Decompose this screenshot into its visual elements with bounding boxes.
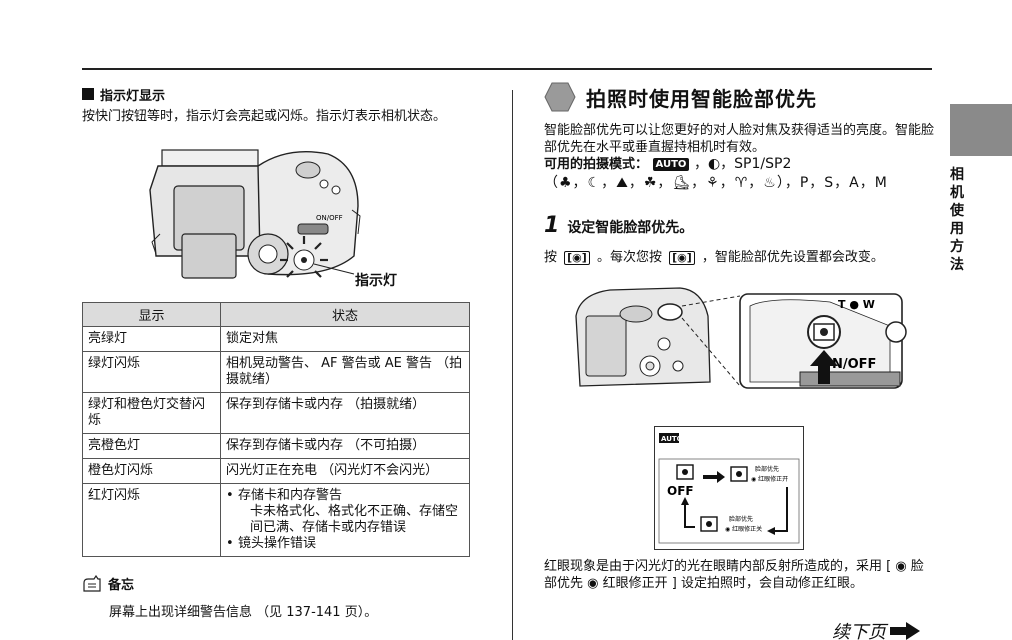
on-off-label: ON/OFF — [316, 214, 343, 222]
table-header-status: 状态 — [220, 302, 470, 327]
step-text-pre: 按 — [544, 250, 558, 265]
section-heading: 指示灯显示 — [82, 84, 472, 104]
table-cell-display: 红灯闪烁 — [82, 483, 221, 557]
lcd-off-label: OFF — [667, 484, 694, 498]
table-cell-display: 橙色灯闪烁 — [82, 458, 221, 484]
table-cell-status: 保存到存储卡或内存 （拍摄就绪） — [220, 392, 470, 434]
table-row: 橙色灯闪烁 闪光灯正在充电 （闪光灯不会闪光） — [82, 458, 470, 484]
square-bullet-icon — [82, 88, 94, 100]
lcd-red-eye-on: ◉ 红眼修正开 — [751, 475, 788, 483]
mode-cycle-diagram: AUTO OFF 脸部优先 ◉ 红眼修正开 脸部优先 ◉ 红眼修正关 — [658, 433, 800, 544]
lcd-mode-diagram: AUTO OFF 脸部优先 ◉ 红眼修正开 脸部优先 ◉ 红眼修正关 — [654, 426, 804, 550]
chapter-tab — [950, 104, 1012, 156]
lcd-red-eye-off: ◉ 红眼修正关 — [725, 525, 762, 533]
table-cell-status: 闪光灯正在充电 （闪光灯不会闪光） — [220, 458, 470, 484]
lcd-face-priority-label-2: 脸部优先 — [729, 515, 753, 523]
camera-top-illustration: ON/OFF — [149, 149, 361, 279]
table-cell-display: 亮橙色灯 — [82, 433, 221, 459]
column-divider — [512, 90, 513, 640]
table-cell-display: 绿灯和橙色灯交替闪烁 — [82, 392, 221, 434]
table-row: 亮橙色灯 保存到存储卡或内存 （不可拍摄） — [82, 433, 470, 459]
step-heading: 1 设定智能脸部优先。 — [544, 213, 936, 238]
hexagon-bullet-icon — [544, 82, 576, 112]
section-intro: 按快门按钮等时，指示灯会亮起或闪烁。指示灯表示相机状态。 — [82, 109, 447, 124]
indicator-section: 指示灯显示 按快门按钮等时，指示灯会亮起或闪烁。指示灯表示相机状态。 — [82, 84, 472, 126]
chapter-tab-label: 相机使用方法 — [950, 167, 964, 273]
bullet-title: 镜头操作错误 — [238, 536, 317, 551]
auto-mode-badge: AUTO — [652, 158, 690, 171]
top-rule — [82, 68, 932, 70]
table-row: 绿灯闪烁 相机晃动警告、 AF 警告或 AE 警告 （拍摄就绪） — [82, 351, 470, 393]
face-detect-icon: [◉] — [564, 250, 590, 265]
shooting-modes: 可用的拍摄模式： AUTO ，◐，SP1/SP2 — [544, 156, 936, 173]
step-text-post: ，智能脸部优先设置都会改变。 — [701, 250, 884, 265]
face-priority-section: 拍照时使用智能脸部优先 智能脸部优先可以让您更好的对人脸对焦及获得适当的亮度。智… — [544, 80, 936, 265]
arrow-right-icon — [890, 622, 920, 640]
table-row: 绿灯和橙色灯交替闪烁 保存到存储卡或内存 （拍摄就绪） — [82, 392, 470, 434]
table-cell-status: 存储卡和内存警告 卡未格式化、格式化不正确、存储空间已满、存储卡或内存错误 镜头… — [220, 483, 470, 557]
step-text-mid: 。每次您按 — [596, 250, 662, 265]
table-row: 红灯闪烁 存储卡和内存警告 卡未格式化、格式化不正确、存储空间已满、存储卡或内存… — [82, 483, 470, 557]
memo-text: 屏幕上出现详细警告信息 （见 137-141 页）。 — [109, 605, 378, 620]
memo-section: 备忘 屏幕上出现详细警告信息 （见 137-141 页）。 — [82, 574, 472, 620]
on-off-button-label: N/OFF — [832, 357, 876, 372]
continue-label: 续下页 — [832, 622, 886, 640]
title-row: 拍照时使用智能脸部优先 — [544, 80, 936, 114]
continue-indicator: 续下页 — [832, 618, 920, 640]
bullet-detail: 卡未格式化、格式化不正确、存储空间已满、存储卡或内存错误 — [250, 504, 459, 535]
section-title: 指示灯显示 — [100, 88, 166, 104]
table-cell-status: 锁定对焦 — [220, 326, 470, 352]
step-title: 设定智能脸部优先。 — [567, 220, 694, 236]
list-item: 镜头操作错误 — [226, 536, 464, 552]
table-cell-display: 绿灯闪烁 — [82, 351, 221, 393]
table-header-row: 显示 状态 — [82, 302, 470, 327]
table-cell-status: 相机晃动警告、 AF 警告或 AE 警告 （拍摄就绪） — [220, 351, 470, 393]
memo-hand-icon — [83, 574, 101, 592]
list-item: 存储卡和内存警告 卡未格式化、格式化不正确、存储空间已满、存储卡或内存错误 — [226, 488, 464, 536]
page-title: 拍照时使用智能脸部优先 — [586, 86, 817, 111]
face-detect-icon: [◉] — [669, 250, 695, 265]
modes-line1: ，◐，SP1/SP2 — [693, 156, 792, 172]
lcd-auto-badge: AUTO — [661, 435, 683, 443]
zoom-dial-letters: T ● W — [838, 298, 875, 311]
memo-title: 备忘 — [108, 578, 135, 593]
indicator-status-table: 显示 状态 亮绿灯 锁定对焦 绿灯闪烁 相机晃动警告、 AF 警告或 AE 警告… — [82, 302, 470, 557]
memo-heading: 备忘 — [82, 574, 472, 593]
modes-label: 可用的拍摄模式： — [544, 157, 649, 172]
indicator-lamp-callout: 指示灯 — [355, 273, 397, 289]
table-cell-display: 亮绿灯 — [82, 326, 221, 352]
status-bullet-list: 存储卡和内存警告 卡未格式化、格式化不正确、存储空间已满、存储卡或内存错误 镜头… — [226, 488, 464, 552]
lcd-face-priority-label: 脸部优先 — [755, 465, 779, 473]
red-eye-note: 红眼现象是由于闪光灯的光在眼睛内部反射所造成的，采用 [ ◉ 脸部优先 ◉ 红眼… — [544, 559, 924, 591]
description: 智能脸部优先可以让您更好的对人脸对焦及获得适当的亮度。智能脸部优先在水平或垂直握… — [544, 123, 935, 155]
scene-modes-line: （♣，☾，⛰，☘，⛸，⚘，♈，♨），P，S，A，M — [544, 175, 888, 191]
camera-side-illustration: T ● W N/OFF — [575, 287, 907, 389]
step-number: 1 — [544, 213, 560, 238]
table-cell-status: 保存到存储卡或内存 （不可拍摄） — [220, 433, 470, 459]
table-header-display: 显示 — [82, 302, 221, 327]
table-row: 亮绿灯 锁定对焦 — [82, 326, 470, 352]
bullet-title: 存储卡和内存警告 — [238, 488, 343, 503]
step-text: 按 [◉] 。每次您按 [◉] ，智能脸部优先设置都会改变。 — [544, 246, 936, 265]
